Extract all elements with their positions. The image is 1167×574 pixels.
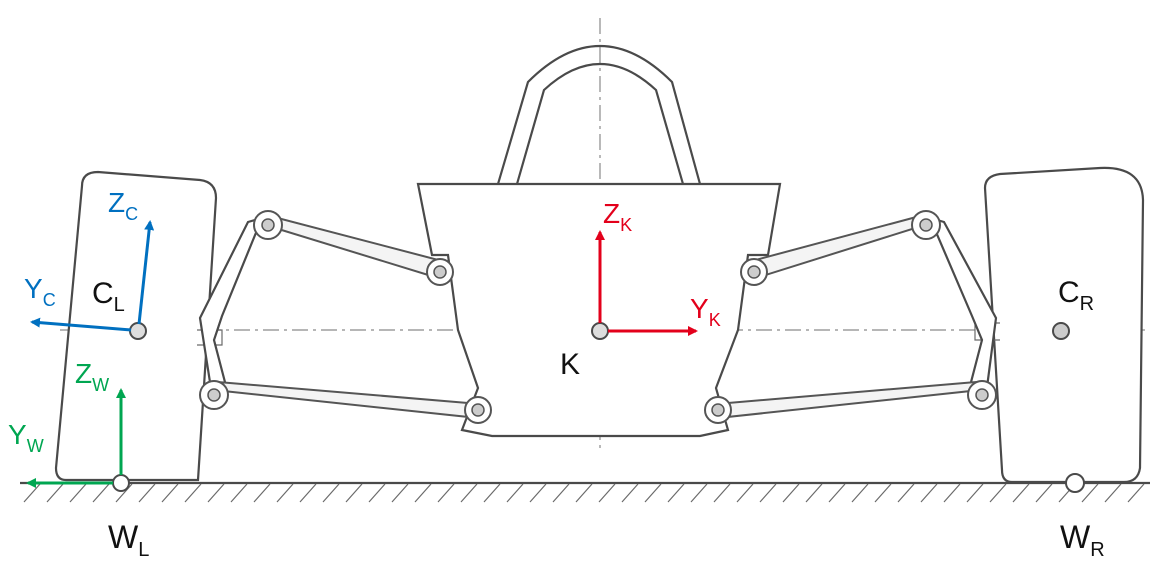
hatch-line bbox=[966, 483, 984, 503]
hatch-line bbox=[828, 483, 846, 503]
hatch-line bbox=[230, 483, 248, 503]
camber-z-axis-arrow bbox=[137, 220, 155, 325]
hatch-line bbox=[138, 483, 156, 503]
hatch-line bbox=[989, 483, 1007, 503]
label-cl: CL bbox=[92, 277, 125, 316]
label-wl: WL bbox=[108, 519, 149, 561]
hatch-line bbox=[345, 483, 363, 503]
label-yk: YK bbox=[690, 293, 721, 330]
hatch-line bbox=[506, 483, 524, 503]
point-cr bbox=[1052, 322, 1070, 340]
hatch-line bbox=[1081, 483, 1099, 503]
hatch-line bbox=[276, 483, 294, 503]
hatch-line bbox=[1012, 483, 1030, 503]
hatch-line bbox=[368, 483, 386, 503]
hatch-line bbox=[322, 483, 340, 503]
point-cl bbox=[129, 322, 147, 340]
hatch-line bbox=[184, 483, 202, 503]
label-yw: YW bbox=[8, 419, 44, 456]
hatch-line bbox=[598, 483, 616, 503]
hatch-line bbox=[943, 483, 961, 503]
point-wl bbox=[112, 474, 130, 492]
point-k bbox=[591, 322, 609, 340]
hatch-line bbox=[759, 483, 777, 503]
label-zk: ZK bbox=[603, 198, 632, 235]
hatch-line bbox=[736, 483, 754, 503]
label-wr: WR bbox=[1060, 519, 1105, 561]
hatch-line bbox=[253, 483, 271, 503]
label-zw: ZW bbox=[75, 358, 109, 395]
right-lower-wishbone bbox=[704, 380, 997, 424]
label-k: K bbox=[560, 348, 580, 381]
hatch-line bbox=[644, 483, 662, 503]
hatch-line bbox=[713, 483, 731, 503]
hatch-line bbox=[391, 483, 409, 503]
left-upper-wishbone bbox=[253, 210, 454, 286]
hatch-line bbox=[920, 483, 938, 503]
hatch-line bbox=[207, 483, 225, 503]
hatch-line bbox=[414, 483, 432, 503]
hatch-line bbox=[161, 483, 179, 503]
label-yc: YC bbox=[24, 273, 56, 310]
hatch-line bbox=[1035, 483, 1053, 503]
hatch-line bbox=[69, 483, 87, 503]
hatch-line bbox=[92, 483, 110, 503]
ground bbox=[20, 481, 1150, 503]
point-wr bbox=[1065, 473, 1085, 493]
hatch-line bbox=[46, 483, 64, 503]
right-upper-wishbone bbox=[740, 210, 941, 286]
roll-hoop bbox=[496, 44, 702, 185]
label-cr: CR bbox=[1058, 276, 1094, 315]
hatch-line bbox=[897, 483, 915, 503]
hatch-line bbox=[552, 483, 570, 503]
hatch-line bbox=[874, 483, 892, 503]
hatch-line bbox=[23, 483, 41, 503]
hatch-line bbox=[782, 483, 800, 503]
hatch-line bbox=[529, 483, 547, 503]
hatch-line bbox=[575, 483, 593, 503]
hatch-line bbox=[460, 483, 478, 503]
right-upright bbox=[928, 216, 998, 397]
hatch-line bbox=[115, 483, 133, 503]
hatch-line bbox=[299, 483, 317, 503]
ground-hatching bbox=[23, 483, 1145, 503]
hatch-line bbox=[851, 483, 869, 503]
hatch-line bbox=[690, 483, 708, 503]
label-zc: ZC bbox=[108, 187, 138, 224]
hatch-line bbox=[1104, 483, 1122, 503]
hatch-line bbox=[621, 483, 639, 503]
hatch-line bbox=[805, 483, 823, 503]
hatch-line bbox=[437, 483, 455, 503]
left-lower-wishbone bbox=[199, 380, 492, 424]
hatch-line bbox=[483, 483, 501, 503]
camber-y-axis-arrow bbox=[30, 317, 132, 332]
hatch-line bbox=[1127, 483, 1145, 503]
hatch-line bbox=[667, 483, 685, 503]
